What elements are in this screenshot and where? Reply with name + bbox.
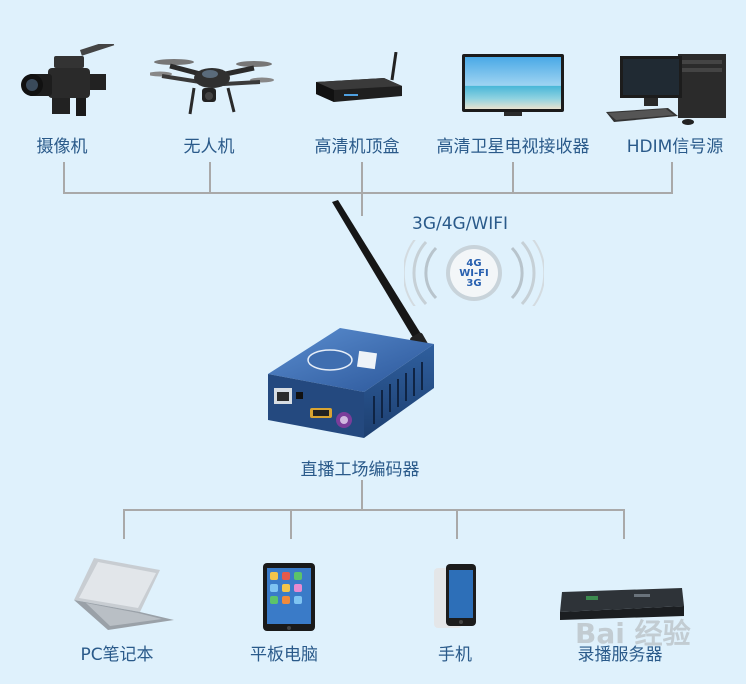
rack-server-icon xyxy=(560,588,684,620)
top-bus-line xyxy=(63,192,673,194)
trunk-to-encoder xyxy=(361,192,363,216)
camcorder-icon xyxy=(21,44,115,116)
bottom-label-tablet: 平板电脑 xyxy=(250,645,318,665)
wireless-label: 3G/4G/WIFI xyxy=(412,214,509,234)
wifi-badge-line-4g: 4G xyxy=(466,258,482,269)
drone-icon xyxy=(150,59,274,115)
bottom-trunk xyxy=(361,480,363,510)
top-drop-pc xyxy=(671,162,673,193)
wifi-badge-line-wifi: WI-FI xyxy=(459,268,489,279)
bottom-drop-tablet xyxy=(290,509,292,539)
top-label-hdim-source: HDIM信号源 xyxy=(626,137,724,157)
top-label-set-top-box: 高清机顶盒 xyxy=(314,137,400,157)
tablet-icon xyxy=(263,563,315,631)
top-drop-drone xyxy=(209,162,211,193)
set-top-box-icon xyxy=(316,52,402,102)
encoder-label: 直播工场编码器 xyxy=(300,460,420,480)
top-drop-tv xyxy=(512,162,514,193)
encoder-device-image xyxy=(268,200,434,438)
top-label-camcorder: 摄像机 xyxy=(36,137,88,157)
smartphone-icon xyxy=(434,564,476,628)
tv-monitor-icon xyxy=(462,54,564,116)
top-drop-camcorder xyxy=(63,162,65,193)
top-label-tv-receiver: 高清卫星电视接收器 xyxy=(436,137,590,157)
bottom-label-laptop: PC笔记本 xyxy=(80,645,154,665)
wifi-signal-icon xyxy=(404,240,544,306)
bottom-drop-phone xyxy=(456,509,458,539)
top-drop-stb xyxy=(361,162,363,193)
top-label-drone: 无人机 xyxy=(183,137,235,157)
bottom-bus-line xyxy=(123,509,625,511)
bottom-label-server: 录播服务器 xyxy=(577,645,663,665)
watermark-text: Bai 经验 xyxy=(575,617,691,650)
wifi-badge-line-3g: 3G xyxy=(466,278,482,289)
bottom-drop-server xyxy=(623,509,625,539)
bottom-drop-laptop xyxy=(123,509,125,539)
desktop-pc-icon xyxy=(606,54,726,125)
bottom-label-phone: 手机 xyxy=(438,645,472,665)
laptop-icon xyxy=(74,558,174,630)
